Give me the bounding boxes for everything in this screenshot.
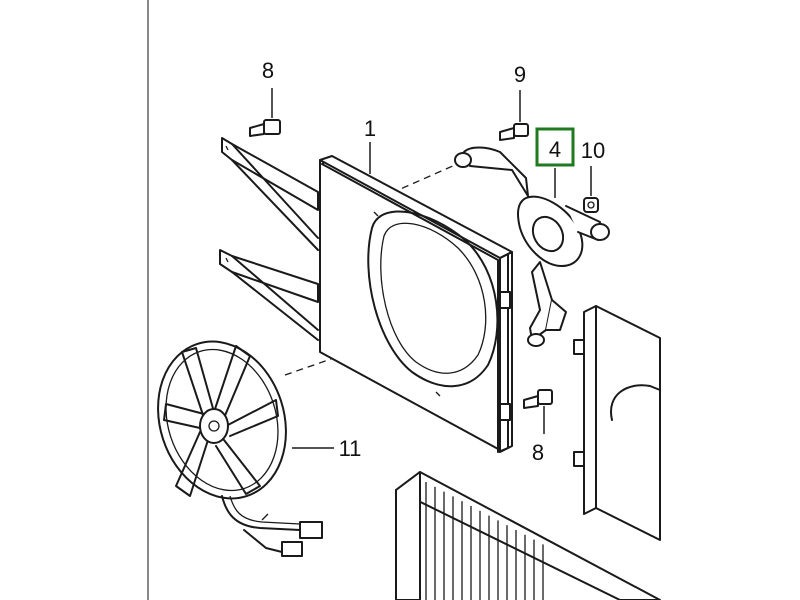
- mounting-bracket-lower: [219, 249, 319, 341]
- fan-bracket-arm: [454, 146, 610, 347]
- mounting-bracket-upper: [221, 137, 319, 251]
- callout-part-11: 11: [339, 436, 362, 461]
- callout-part-4: 4: [549, 137, 561, 162]
- nut: [583, 166, 599, 213]
- cooling-fan: [157, 340, 323, 557]
- bolt-upper-right: [499, 90, 529, 141]
- callout-highlight-box: [535, 127, 575, 167]
- callout-part-8-upper: 8: [262, 58, 274, 83]
- callout-part-10: 10: [581, 138, 605, 163]
- fan-shroud: [319, 155, 513, 453]
- radiator: [395, 471, 661, 600]
- auxiliary-fan-shroud: [573, 305, 661, 541]
- bolt-lower: [523, 389, 553, 434]
- bolt-upper-left: [249, 88, 281, 137]
- callout-part-1: 1: [364, 116, 376, 141]
- callout-part-9: 9: [514, 62, 526, 87]
- callout-part-8-lower: 8: [532, 440, 544, 465]
